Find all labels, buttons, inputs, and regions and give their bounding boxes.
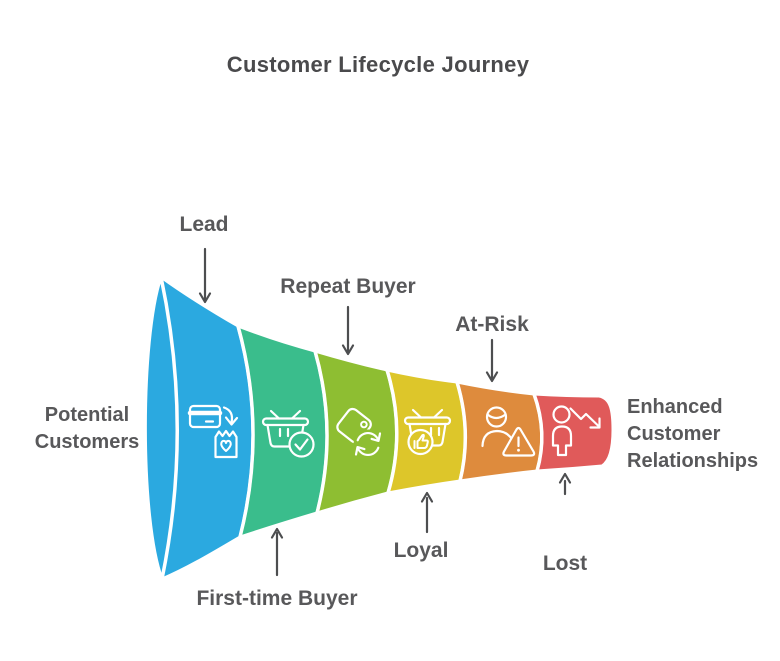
segment-divider: [385, 368, 399, 495]
basket-thumbs-up-icon: [403, 408, 452, 456]
thumbs-up-badge: [407, 428, 434, 456]
at-risk-pointer-arrow: [485, 338, 499, 383]
refresh-arc: [356, 431, 380, 442]
funnel-segment-lost: [532, 392, 615, 473]
price-tag-hole: [360, 420, 368, 429]
person-body: [551, 425, 573, 457]
basket-check-icon: [261, 409, 315, 458]
diagram-title: Customer Lifecycle Journey: [226, 52, 530, 77]
person-head: [485, 406, 508, 428]
stage-label-first-time-buyer: First-time Buyer: [196, 587, 358, 610]
thumbs-up-mark: [413, 433, 429, 449]
trend-down-arrow: [569, 407, 600, 428]
check-mark: [294, 438, 309, 451]
lost-pointer-arrow: [558, 472, 572, 496]
refresh-arc: [356, 446, 380, 457]
basket-handle: [411, 408, 423, 419]
segment-divider: [313, 349, 329, 515]
basket-rim: [403, 416, 452, 426]
refresh-arc-head: [370, 432, 382, 442]
stage-label-lost: Lost: [542, 552, 588, 575]
stage-label-loyal: Loyal: [393, 539, 449, 562]
stage-label-lead: Lead: [179, 213, 229, 236]
lead-pointer-arrow: [198, 247, 212, 304]
shopping-bag-shape: [214, 429, 238, 459]
check-badge: [288, 431, 315, 458]
basket-handle: [432, 408, 444, 419]
loyal-pointer-arrow: [420, 491, 434, 534]
curved-arrow-head: [224, 416, 239, 426]
repeat-buyer-pointer-arrow: [341, 305, 355, 356]
segment-divider: [236, 324, 255, 539]
credit-card-to-bag-icon: [187, 404, 239, 459]
refresh-arc-head: [354, 446, 366, 456]
credit-card-shape: [188, 404, 222, 429]
basket-handle: [269, 409, 281, 420]
basket-handle: [290, 409, 302, 420]
stage-label-repeat-buyer: Repeat Buyer: [280, 275, 416, 298]
funnel-entry-label: Potential Customers: [34, 404, 140, 453]
warning-exclamation-dot: [517, 448, 520, 452]
person-warning-icon: [481, 406, 536, 457]
basket-rim: [261, 417, 310, 427]
person-shoulders: [481, 429, 513, 448]
person-head: [552, 405, 571, 424]
segment-divider: [532, 392, 544, 473]
person-hair-line: [486, 413, 507, 420]
heart-shape: [220, 439, 232, 452]
funnel-mouth-rim: [159, 275, 179, 581]
first-time-buyer-pointer-arrow: [270, 527, 284, 577]
person-trend-down-icon: [551, 405, 601, 457]
segment-divider: [455, 380, 468, 483]
stage-label-at-risk: At-Risk: [455, 313, 529, 336]
trend-down-arrow-head: [589, 417, 601, 429]
curved-arrow: [222, 406, 234, 424]
funnel-exit-label: Enhanced Customer Relationships: [627, 396, 759, 472]
tag-refresh-icon: [336, 407, 383, 459]
